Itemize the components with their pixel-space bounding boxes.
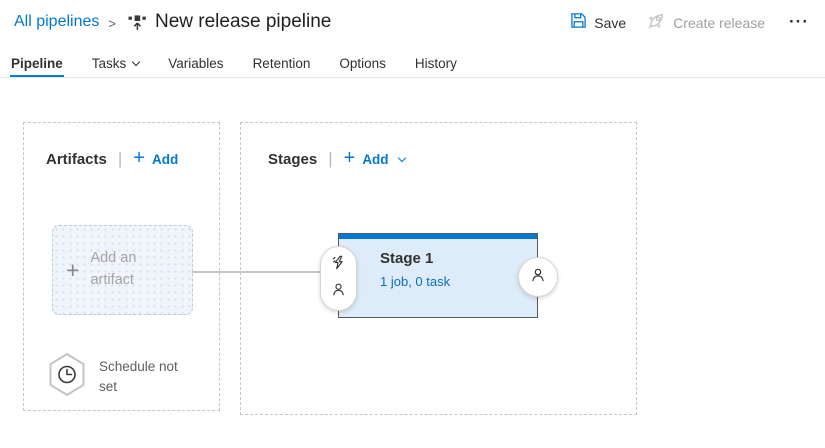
schedule-trigger[interactable]: Schedule not set bbox=[47, 352, 191, 402]
stage-card-text: Stage 1 1 job, 0 task bbox=[380, 250, 450, 289]
tab-tasks-label: Tasks bbox=[91, 55, 127, 71]
breadcrumb-all-pipelines-link[interactable]: All pipelines bbox=[14, 13, 100, 30]
tab-variables-label: Variables bbox=[168, 55, 224, 71]
stages-header-separator: | bbox=[328, 149, 333, 168]
stage-card[interactable]: Stage 1 1 job, 0 task bbox=[320, 233, 558, 318]
tab-tasks[interactable]: Tasks bbox=[91, 49, 141, 77]
save-icon bbox=[570, 12, 587, 32]
tab-options[interactable]: Options bbox=[338, 49, 387, 77]
artifacts-header-separator: | bbox=[117, 149, 123, 168]
tab-options-label: Options bbox=[339, 55, 386, 71]
pre-deployment-approval-person-icon bbox=[331, 282, 346, 302]
stages-panel-header: Stages | + Add bbox=[268, 147, 406, 169]
release-pipeline-icon bbox=[127, 12, 147, 32]
tab-pipeline-label: Pipeline bbox=[11, 55, 63, 71]
tab-pipeline[interactable]: Pipeline bbox=[10, 49, 64, 77]
plus-icon: + bbox=[66, 256, 80, 283]
pre-deployment-conditions-badge[interactable] bbox=[320, 246, 357, 311]
chevron-down-icon bbox=[132, 57, 141, 66]
plus-icon: + bbox=[133, 147, 145, 169]
post-deployment-approval-person-icon bbox=[530, 267, 546, 288]
save-button-label: Save bbox=[594, 14, 627, 31]
lightning-icon bbox=[331, 255, 346, 275]
stages-panel: Stages | + Add Stage 1 bbox=[240, 122, 637, 415]
schedule-clock-icon bbox=[47, 352, 87, 402]
create-release-button-label: Create release bbox=[673, 14, 766, 31]
tab-retention-label: Retention bbox=[252, 55, 311, 71]
toolbar: Save Create release ··· bbox=[570, 8, 812, 36]
add-stage-button-label: Add bbox=[362, 151, 389, 167]
rocket-icon bbox=[647, 11, 666, 33]
stages-heading: Stages bbox=[268, 150, 318, 168]
tab-variables[interactable]: Variables bbox=[167, 49, 224, 77]
artifact-stage-connector-line bbox=[192, 271, 339, 273]
schedule-label: Schedule not set bbox=[99, 359, 178, 394]
save-button[interactable]: Save bbox=[570, 12, 626, 32]
breadcrumb-separator: > bbox=[108, 15, 116, 31]
artifacts-panel: Artifacts | + Add + Add an artifact Sche… bbox=[23, 122, 220, 411]
stage-name: Stage 1 bbox=[380, 250, 434, 267]
more-options-button[interactable]: ··· bbox=[789, 12, 809, 31]
chevron-down-icon bbox=[397, 153, 406, 162]
stage-card-topbar bbox=[339, 234, 537, 239]
add-artifact-button-label: Add bbox=[151, 151, 179, 167]
stage-job-task-link[interactable]: 1 job, 0 task bbox=[380, 274, 451, 289]
tab-history[interactable]: History bbox=[414, 49, 458, 77]
breadcrumb: All pipelines > New release pipeline bbox=[14, 6, 331, 38]
page-title: New release pipeline bbox=[154, 11, 332, 32]
add-stage-button[interactable]: + Add bbox=[343, 147, 406, 169]
plus-icon: + bbox=[343, 147, 356, 169]
artifacts-panel-header: Artifacts | + Add bbox=[46, 147, 179, 169]
add-artifact-placeholder-label: Add an artifact bbox=[90, 250, 137, 288]
post-deployment-conditions-badge[interactable] bbox=[518, 257, 558, 297]
tab-history-label: History bbox=[414, 55, 457, 71]
artifacts-heading: Artifacts bbox=[46, 150, 107, 168]
create-release-button[interactable]: Create release bbox=[647, 11, 765, 33]
add-artifact-placeholder[interactable]: + Add an artifact bbox=[52, 225, 193, 315]
add-artifact-button[interactable]: + Add bbox=[133, 147, 179, 169]
tab-bar: Pipeline Tasks Variables Retention Optio… bbox=[0, 49, 825, 78]
tab-retention[interactable]: Retention bbox=[252, 49, 312, 77]
